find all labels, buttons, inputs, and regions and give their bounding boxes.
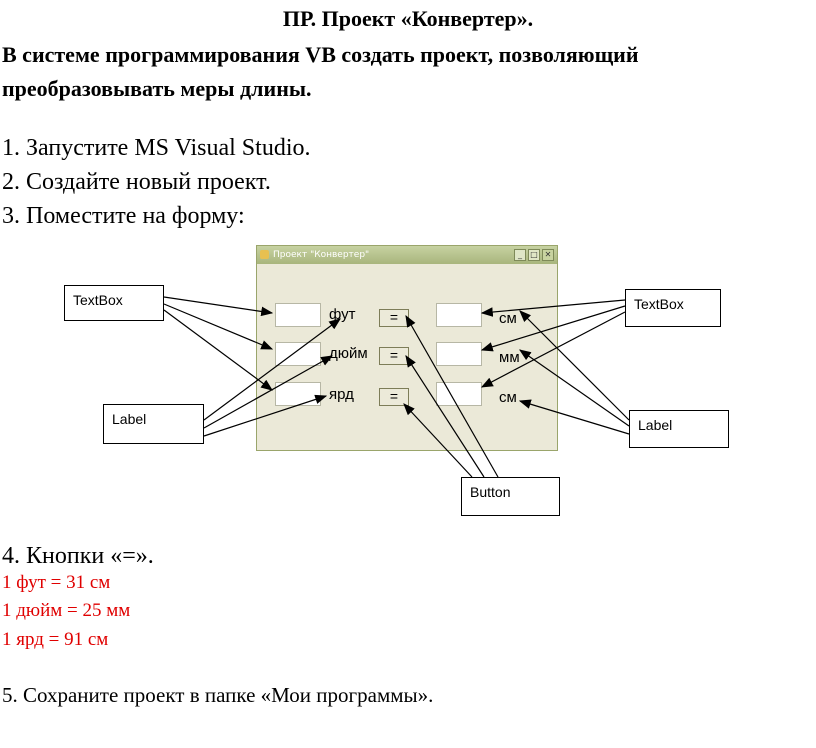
step-5: 5. Сохраните проект в папке «Мои програм… — [2, 683, 434, 707]
form-title-bar: Проект "Конвертер" _ □ ✕ — [257, 246, 557, 264]
textbox-cm-2[interactable] — [436, 382, 482, 406]
arrow-label-left-1 — [203, 318, 341, 421]
close-icon[interactable]: ✕ — [542, 249, 554, 261]
callout-label-left: Label — [103, 404, 204, 444]
arrow-textbox-left-1 — [163, 296, 274, 317]
textbox-cm-1[interactable] — [436, 303, 482, 327]
minimize-icon[interactable]: _ — [514, 249, 526, 261]
label-inch: дюйм — [329, 345, 368, 362]
label-mm: мм — [499, 349, 520, 366]
convert-button-yard[interactable]: = — [379, 388, 409, 406]
arrow-label-right-1 — [519, 310, 630, 421]
arrow-textbox-right-3 — [480, 311, 626, 388]
textbox-yard[interactable] — [275, 382, 321, 406]
arrow-textbox-right-1 — [480, 299, 626, 317]
label-yard: ярд — [329, 386, 354, 403]
callout-textbox-right: TextBox — [625, 289, 721, 327]
conversion-yard: 1 ярд = 91 см — [2, 629, 109, 650]
step-1: 1. Запустите MS Visual Studio. — [2, 135, 311, 161]
arrow-label-right-2 — [519, 349, 630, 427]
arrow-button-1 — [405, 314, 499, 478]
arrow-button-2 — [405, 354, 485, 478]
arrow-label-left-2 — [203, 355, 334, 429]
textbox-mm[interactable] — [436, 342, 482, 366]
callout-label-right: Label — [629, 410, 729, 448]
conversion-inch: 1 дюйм = 25 мм — [2, 600, 131, 621]
form-window: Проект "Конвертер" _ □ ✕ фут дюйм ярд = … — [256, 245, 558, 451]
form-title: Проект "Конвертер" — [273, 250, 370, 260]
textbox-feet[interactable] — [275, 303, 321, 327]
arrow-textbox-right-2 — [480, 305, 626, 352]
arrow-textbox-left-2 — [163, 303, 274, 350]
app-icon — [260, 250, 269, 259]
callout-textbox-left: TextBox — [64, 285, 164, 321]
callout-button: Button — [461, 477, 560, 516]
arrow-label-left-3 — [203, 394, 328, 437]
step-4: 4. Кнопки «=». — [2, 543, 154, 569]
arrow-label-right-3 — [518, 399, 630, 435]
task-intro: В системе программирования VB создать пр… — [2, 42, 639, 101]
page-title: ПР. Проект «Конвертер». — [282, 6, 534, 31]
arrow-button-3 — [403, 403, 473, 478]
conversion-feet: 1 фут = 31 см — [2, 572, 111, 593]
step-2: 2. Создайте новый проект. — [2, 169, 271, 195]
arrow-textbox-left-3 — [163, 309, 273, 391]
step-3: 3. Поместите на форму: — [2, 203, 245, 229]
label-cm-1: см — [499, 310, 517, 327]
label-cm-2: см — [499, 389, 517, 406]
maximize-icon[interactable]: □ — [528, 249, 540, 261]
